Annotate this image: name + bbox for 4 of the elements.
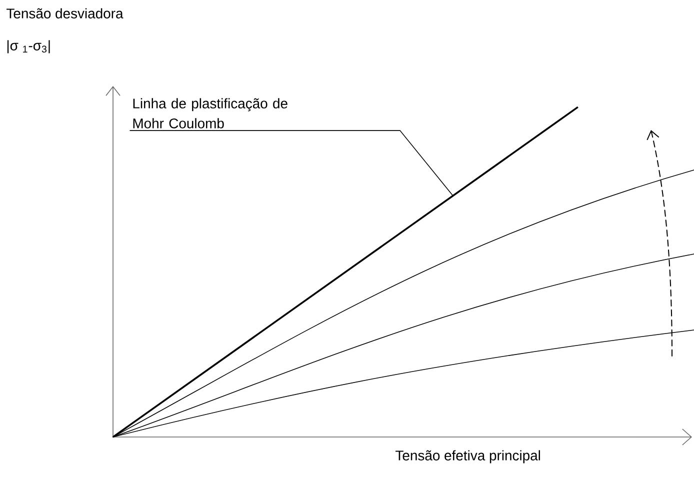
callout-text: Linha de plastificação de Mohr Coulomb	[133, 98, 288, 128]
axis-title: Tensão desviadora	[6, 8, 124, 18]
leader-line	[130, 130, 454, 196]
axis-formula: |σ $_{1}$-σ$_{3}$|	[7, 40, 50, 54]
